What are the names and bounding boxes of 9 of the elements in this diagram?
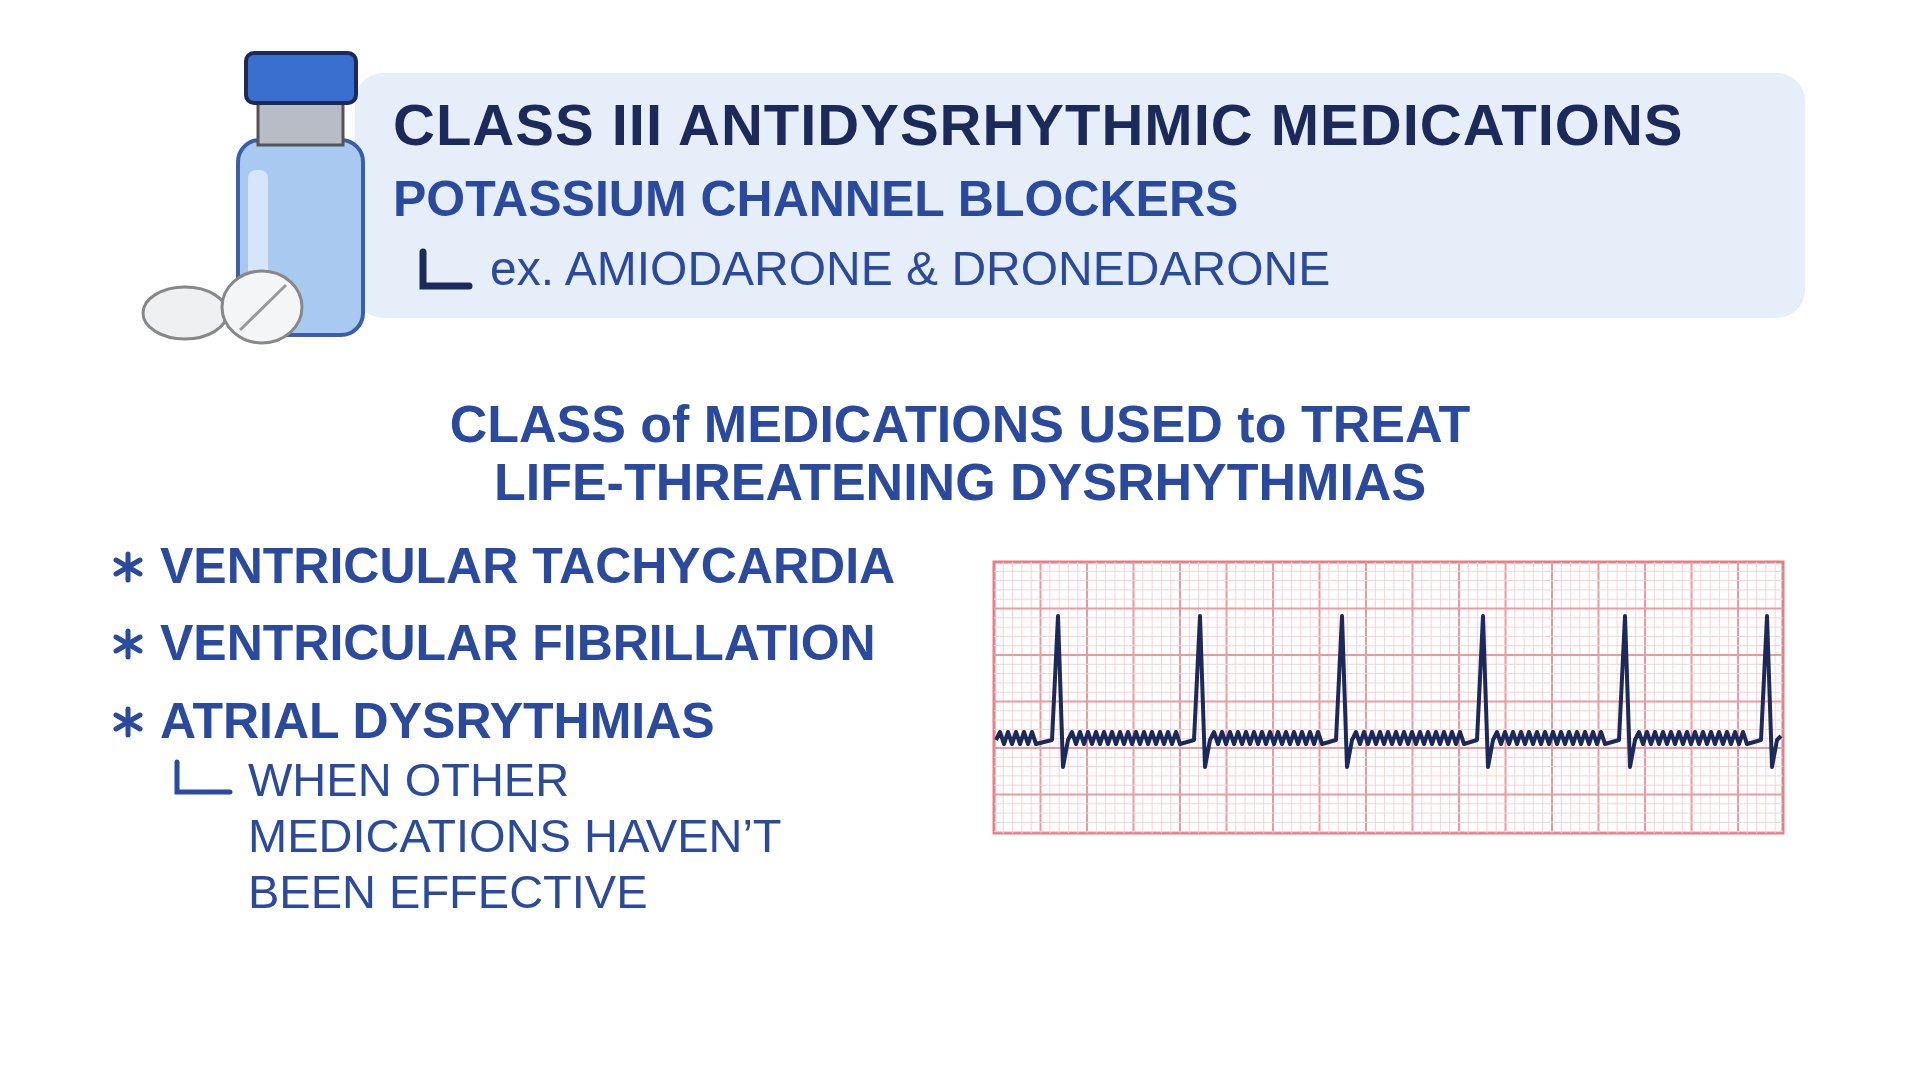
- subtitle-text: CLASS of MEDICATIONS USED to TREAT LIFE-THREATENING DYSRHYTHMIAS: [448, 395, 1472, 511]
- header-banner: [355, 73, 1805, 318]
- bullet-text: ATRIAL DYSRYTHMIAS: [160, 692, 715, 750]
- note-text: WHEN OTHER MEDICATIONS HAVEN’T BEEN EFFECTIVE: [248, 752, 782, 920]
- subheading: POTASSIUM CHANNEL BLOCKERS: [393, 170, 1239, 228]
- bullet-text: VENTRICULAR TACHYCARDIA: [160, 537, 896, 595]
- example-text: ex. AMIODARONE & DRONEDARONE: [490, 241, 1331, 296]
- bullet-text: VENTRICULAR FIBRILLATION: [160, 614, 876, 672]
- heading: CLASS III ANTIDYSRHYTHMIC MEDICATIONS: [393, 91, 1684, 158]
